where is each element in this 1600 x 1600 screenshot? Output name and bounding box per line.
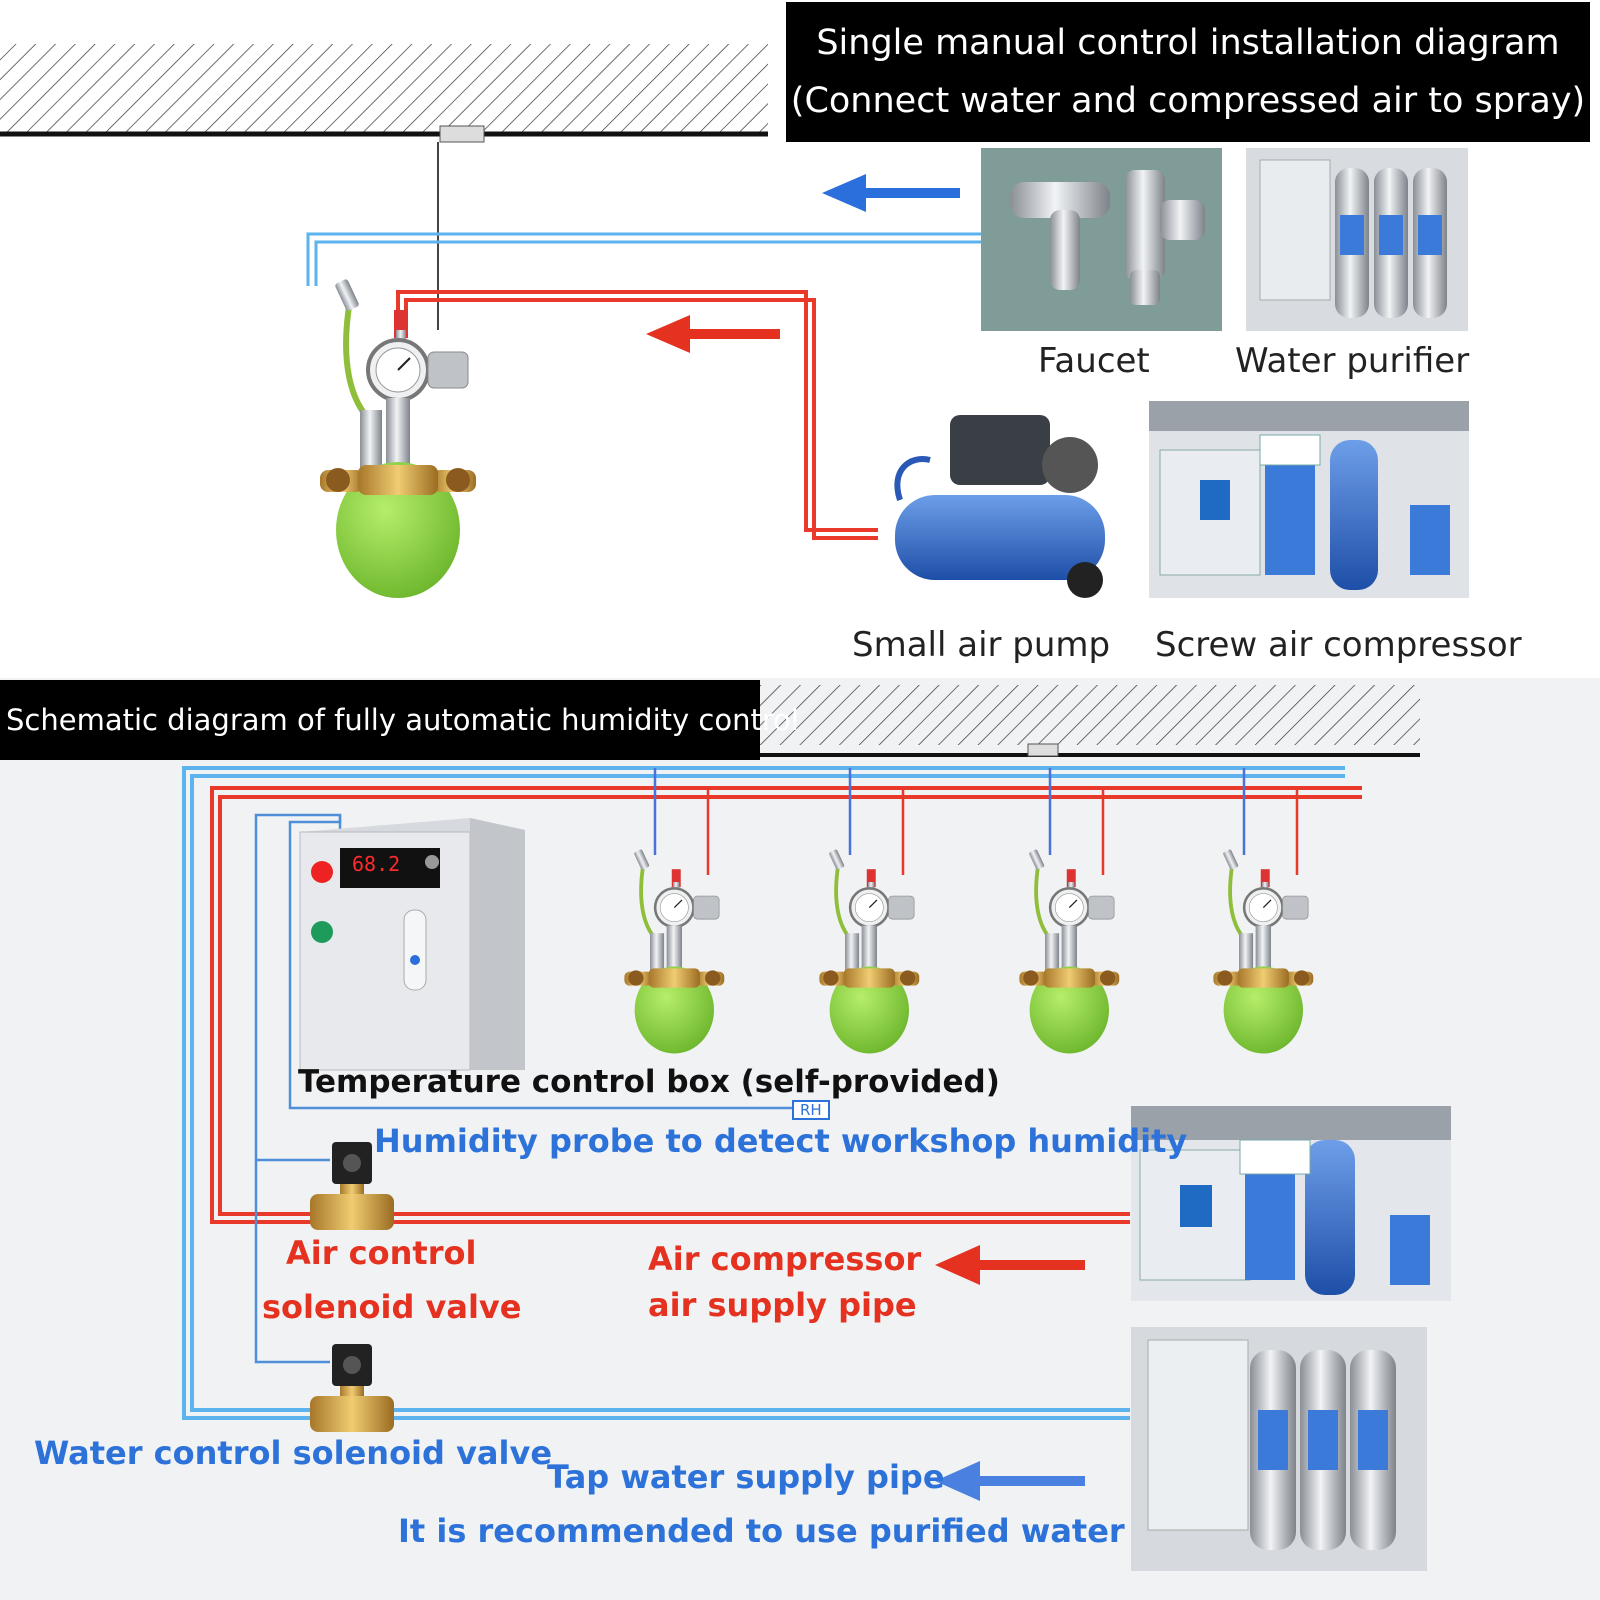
humidity-probe-label: Humidity probe to detect workshop humidi… <box>374 1122 1188 1160</box>
air-valve-label-line2: solenoid valve <box>262 1288 522 1326</box>
water-flow-arrow-bottom <box>935 1461 1085 1501</box>
ceiling-slab-bottom <box>760 685 1420 745</box>
automatic-control-title: Schematic diagram of fully automatic hum… <box>0 680 799 760</box>
air-valve-label-line1: Air control <box>286 1234 477 1272</box>
faucet-label: Faucet <box>1038 341 1150 381</box>
small-air-pump-label: Small air pump <box>852 625 1111 665</box>
water-pipe-top <box>306 232 985 286</box>
single-control-title-line1: Single manual control installation diagr… <box>816 23 1560 63</box>
control-box-display: 68.2 <box>352 852 401 876</box>
air-flow-arrow-bottom <box>935 1245 1085 1285</box>
screw-air-compressor-label: Screw air compressor <box>1155 625 1522 665</box>
humidifier-nozzle-top <box>320 278 476 598</box>
screw-air-compressor-image-bottom <box>1131 1106 1451 1301</box>
screw-air-compressor-image-top <box>1149 401 1469 598</box>
branch-drops <box>653 768 1299 875</box>
control-box-label: Temperature control box (self-provided) <box>298 1064 1000 1100</box>
water-purifier-label: Water purifier <box>1235 341 1470 381</box>
purified-water-note: It is recommended to use purified water <box>398 1512 1125 1550</box>
ceiling-slab-top <box>0 44 768 132</box>
single-control-title: Single manual control installation diagr… <box>786 2 1590 142</box>
humidity-probe-tag: RH <box>792 1100 830 1120</box>
water-flow-arrow-top <box>822 174 960 212</box>
air-supply-pipe-main <box>210 786 1362 1224</box>
faucet-image <box>981 148 1222 331</box>
ceiling-hook <box>439 125 485 143</box>
temperature-control-box <box>299 818 525 1071</box>
air-pipe-top <box>396 290 880 540</box>
water-purifier-image-bottom <box>1131 1327 1427 1571</box>
small-air-pump-image <box>878 400 1118 605</box>
air-pipe-label-line1: Air compressor <box>648 1240 922 1278</box>
single-control-title-line2: (Connect water and compressed air to spr… <box>790 81 1586 121</box>
air-flow-arrow-top <box>646 315 780 353</box>
water-purifier-image <box>1246 148 1468 331</box>
water-supply-pipe-main <box>182 766 1345 1420</box>
water-valve-label: Water control solenoid valve <box>34 1434 553 1472</box>
control-wiring <box>254 813 796 1364</box>
air-pipe-label-line2: air supply pipe <box>648 1286 917 1324</box>
water-pipe-label: Tap water supply pipe <box>547 1458 945 1496</box>
